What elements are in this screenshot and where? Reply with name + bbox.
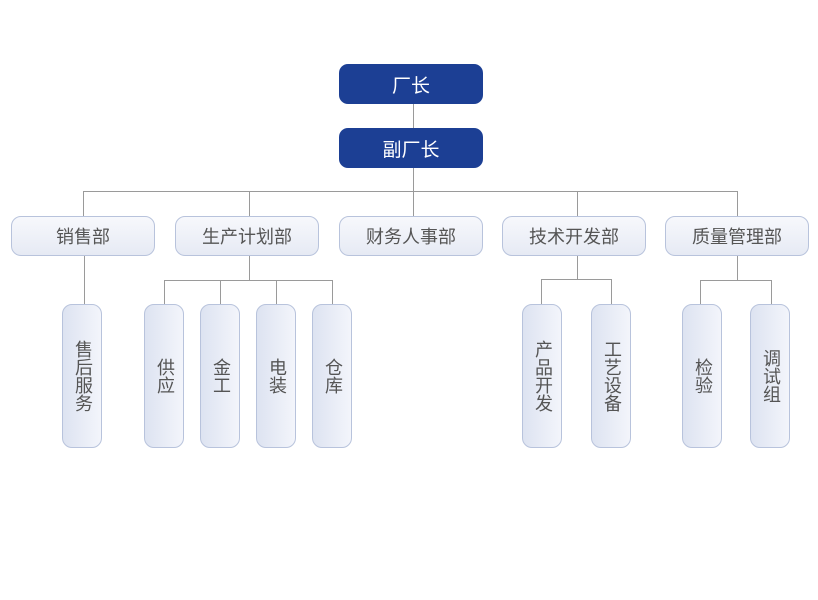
connector-dept-4 [577,191,578,217]
node-debugging-team[interactable]: 调试组 [750,304,790,448]
node-label: 调试组 [760,349,781,403]
node-label: 售后服务 [72,340,93,412]
connector-sales-child [84,255,85,305]
connector-prod-1 [164,280,165,305]
node-metalwork[interactable]: 金工 [200,304,240,448]
connector-production-down [249,255,250,280]
node-electrical-assembly[interactable]: 电装 [256,304,296,448]
node-label: 产品开发 [532,340,553,412]
node-sales-dept[interactable]: 销售部 [11,216,155,256]
node-label: 检验 [692,358,713,394]
node-process-equipment[interactable]: 工艺设备 [591,304,631,448]
quality-bus [700,280,772,281]
connector-dept-1 [83,191,84,217]
node-label: 厂长 [391,74,430,97]
connector-prod-2 [220,280,221,305]
node-label: 金工 [210,358,231,394]
connector-quality-2 [771,280,772,305]
tech-bus [541,279,612,280]
node-label: 销售部 [56,227,110,248]
node-label: 财务人事部 [366,227,456,248]
connector-prod-3 [276,280,277,305]
connector-dept-3 [413,191,414,217]
connector-prod-4 [332,280,333,305]
node-label: 副厂长 [382,138,440,161]
connector-tech-2 [611,279,612,305]
production-bus [164,280,333,281]
department-bus [83,191,738,192]
connector-dept-5 [737,191,738,217]
connector-dept-2 [249,191,250,217]
node-quality-mgmt-dept[interactable]: 质量管理部 [665,216,809,256]
node-label: 仓库 [322,358,343,394]
connector-quality-1 [700,280,701,305]
connector-quality-down [737,255,738,280]
node-production-planning-dept[interactable]: 生产计划部 [175,216,319,256]
node-after-sales[interactable]: 售后服务 [62,304,102,448]
connector-tech-1 [541,279,542,305]
node-label: 工艺设备 [601,340,622,412]
node-tech-dev-dept[interactable]: 技术开发部 [502,216,646,256]
node-factory-director[interactable]: 厂长 [339,64,483,104]
node-label: 质量管理部 [692,227,782,248]
node-inspection[interactable]: 检验 [682,304,722,448]
node-product-development[interactable]: 产品开发 [522,304,562,448]
node-finance-hr-dept[interactable]: 财务人事部 [339,216,483,256]
node-warehouse[interactable]: 仓库 [312,304,352,448]
node-deputy-director[interactable]: 副厂长 [339,128,483,168]
node-label: 供应 [154,358,175,394]
node-label: 电装 [266,358,287,394]
connector-tech-down [577,255,578,279]
connector-deputy-bus [413,167,414,191]
node-label: 技术开发部 [529,227,619,248]
node-supply[interactable]: 供应 [144,304,184,448]
connector-root-deputy [413,103,414,129]
node-label: 生产计划部 [202,227,292,248]
